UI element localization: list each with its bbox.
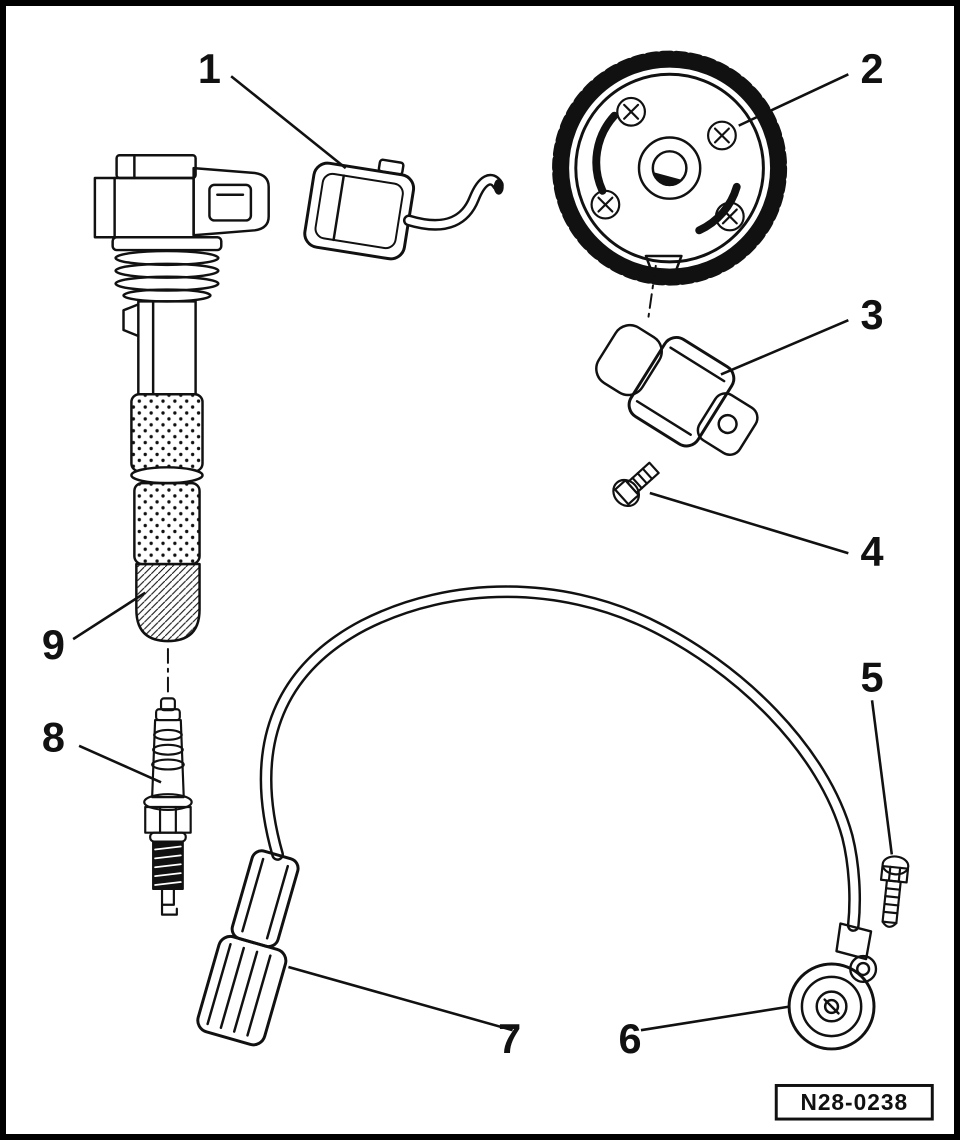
callout-label-7: 7 [498,1015,521,1062]
spark-plug [143,697,193,916]
leader-line-4 [649,491,849,555]
ignition-coil [93,154,270,643]
coil-ribs [114,249,220,303]
coil-joint [130,466,204,485]
leader-lines [72,73,894,1032]
coil-shaft [122,300,197,396]
callout-label-8: 8 [42,714,65,761]
leader-line-7 [288,965,513,1032]
callout-label-9: 9 [42,621,65,668]
leader-line-3 [720,318,849,376]
leader-line-2 [738,73,849,127]
callout-label-6: 6 [619,1015,642,1062]
centerline-gear-sensor [646,264,657,323]
gear-teeth [552,50,788,286]
callout-label-5: 5 [860,653,883,700]
leader-line-8 [78,744,162,784]
sensor-cable [259,585,862,932]
callout-label-4: 4 [860,528,883,575]
parts-diagram: 1 2 3 4 5 6 7 8 9 N28-0238 [42,45,934,1121]
leader-line-6 [640,1005,791,1032]
figure-code-box: N28-0238 [774,1083,934,1121]
callout-label-1: 1 [198,45,221,92]
figure-code-text: N28-0238 [800,1089,908,1115]
callout-label-3: 3 [860,291,883,338]
callout-label-2: 2 [860,45,883,92]
coil-boot [135,562,201,643]
coil-head [93,154,270,239]
gear-bolts [590,96,745,232]
bolt-4 [612,461,660,508]
leader-line-1 [230,75,347,170]
callout-labels: 1 2 3 4 5 6 7 8 9 [42,45,884,1062]
camshaft-sensor [595,323,759,456]
knock-sensor [787,962,876,1051]
leader-line-5 [870,700,894,855]
leader-line-9 [72,591,146,641]
gear-tab [644,254,683,274]
coil-knurl-top [130,392,204,473]
coil-collar [111,235,223,252]
bolt-5 [879,855,910,928]
coil-knurl-bottom [133,481,201,566]
connector-7 [196,849,300,1047]
camshaft-adjuster-gear [552,50,788,286]
connector-1 [303,158,504,261]
